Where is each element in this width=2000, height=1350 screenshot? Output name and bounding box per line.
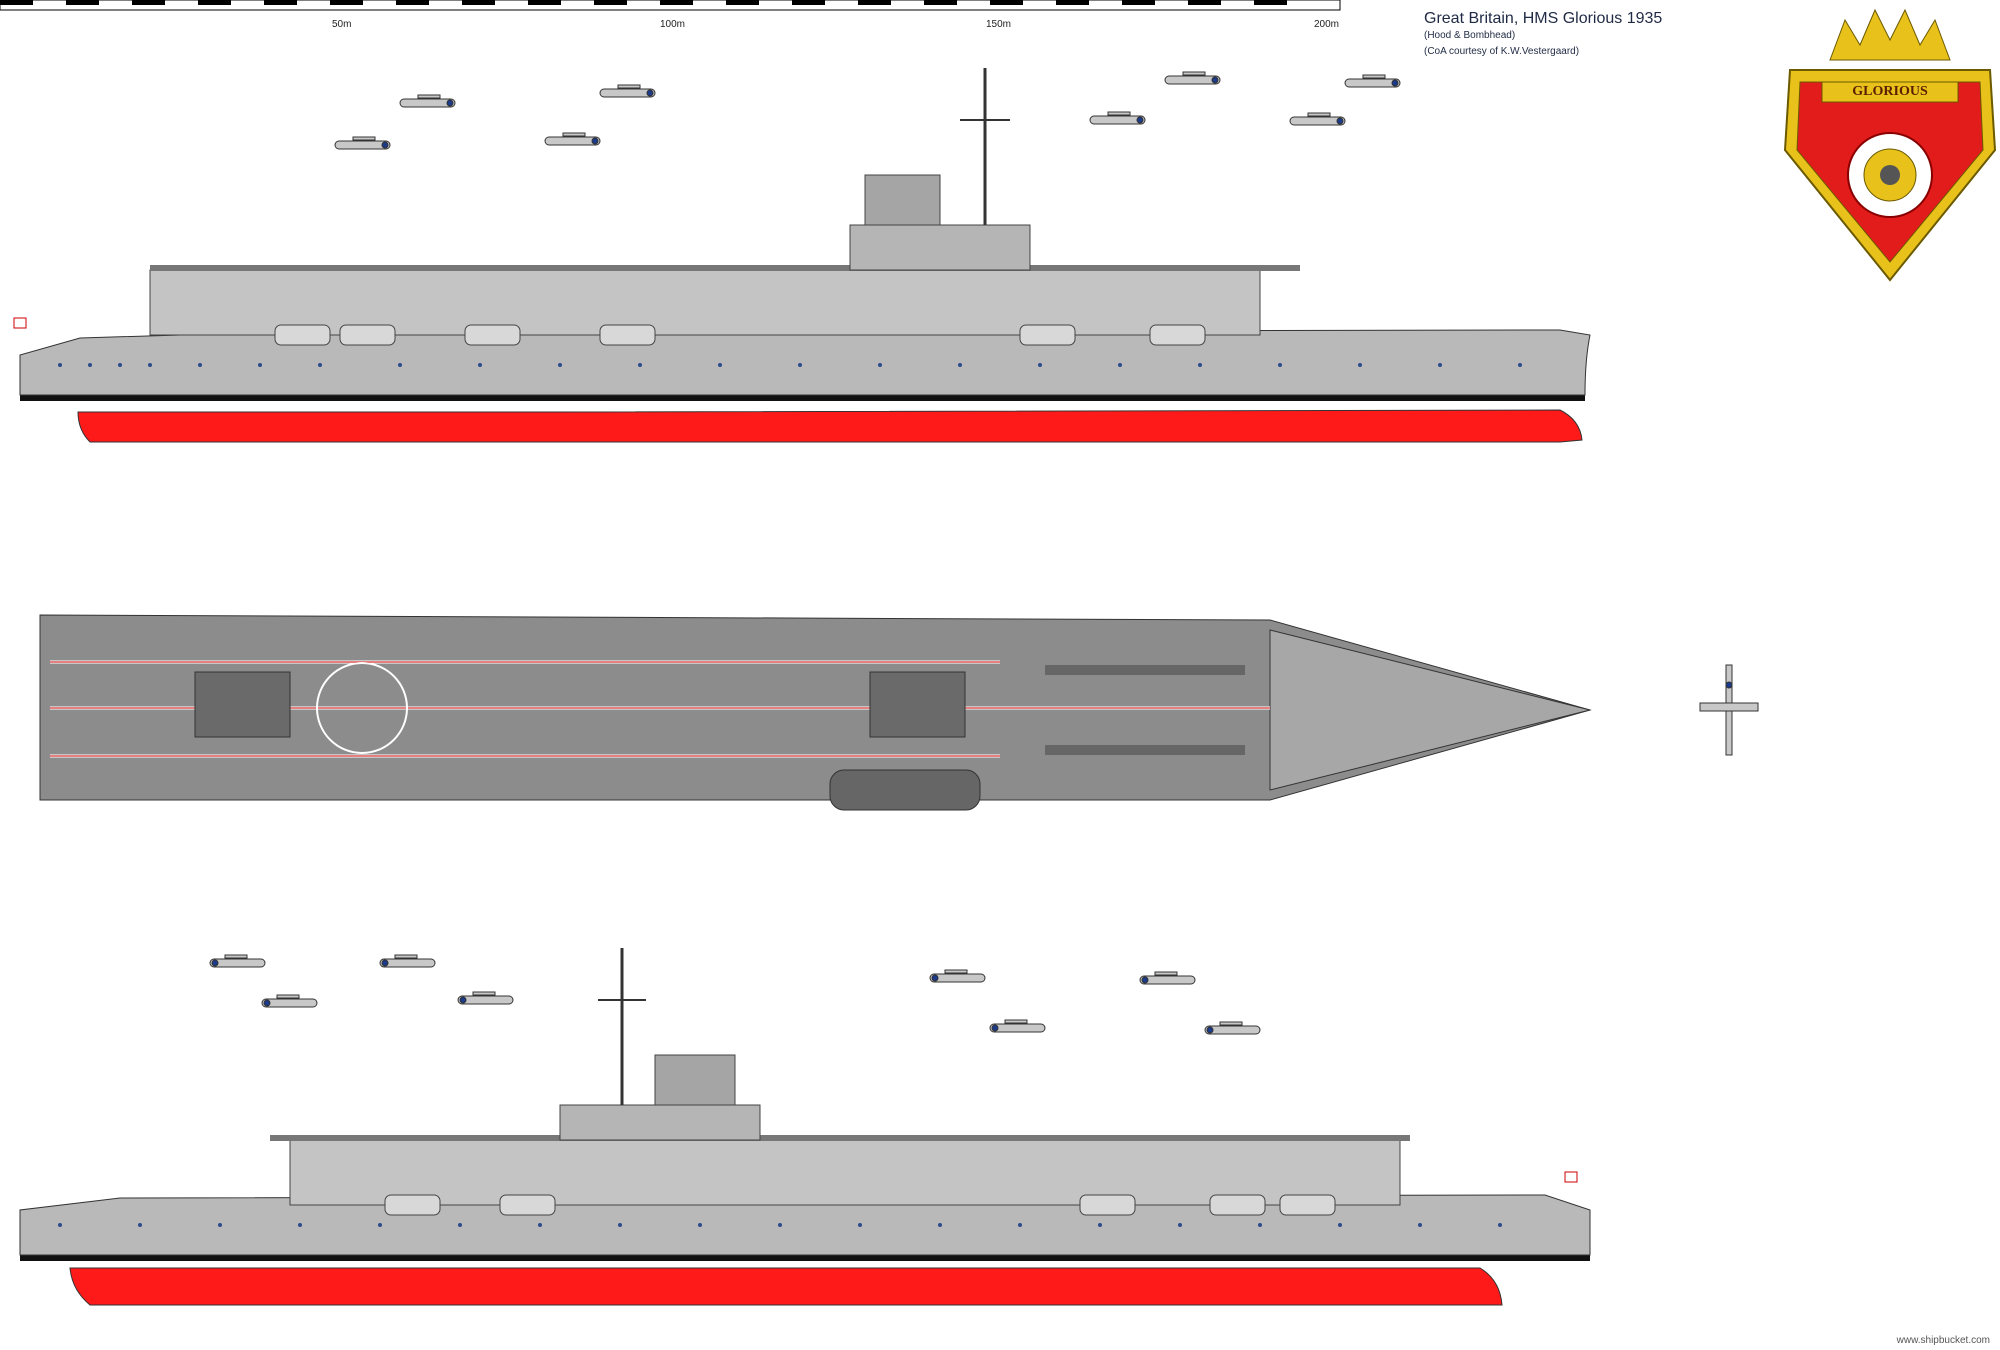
- side-view-upper: [13, 68, 1591, 443]
- scale-tick-100: 100m: [660, 19, 686, 30]
- plan-view: [39, 614, 1592, 811]
- site-footer: www.shipbucket.com: [1896, 1335, 1990, 1346]
- drawing-credit-coa: (CoA courtesy of K.W.Vestergaard): [1424, 46, 1580, 57]
- side-view-lower: [19, 948, 1591, 1306]
- scale-tick-200: 200m: [1314, 19, 1340, 30]
- ship-crest: [1783, 8, 1997, 282]
- scale-bar: [0, 0, 1341, 11]
- scale-tick-50: 50m: [332, 19, 352, 30]
- scale-tick-150: 150m: [986, 19, 1012, 30]
- crest-name-label: GLORIOUS: [1852, 84, 1928, 99]
- drawing-title: Great Britain, HMS Glorious 1935: [1424, 10, 1663, 27]
- drawing-credit-authors: (Hood & Bombhead): [1424, 30, 1516, 41]
- aircraft-group: [209, 71, 1759, 1035]
